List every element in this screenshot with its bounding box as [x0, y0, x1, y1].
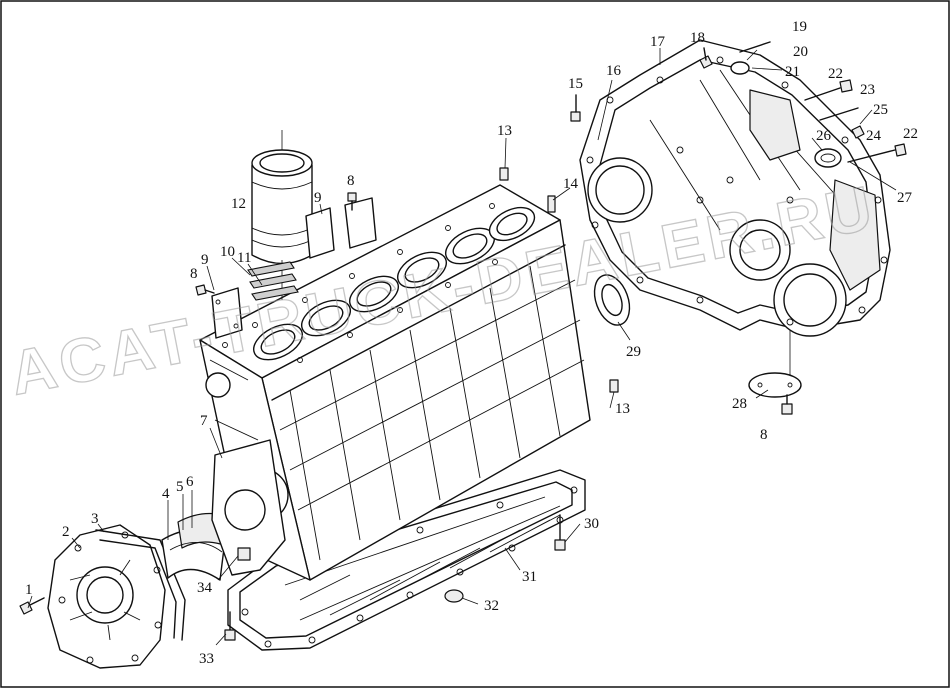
- callout-12: 12: [231, 196, 246, 212]
- camshaft-bore-plug: [593, 274, 631, 326]
- callout-25: 25: [873, 102, 888, 118]
- callout-13-right: 13: [615, 401, 630, 417]
- callout-33: 33: [199, 651, 214, 667]
- callout-8-bottom: 8: [760, 427, 768, 443]
- leader-lines: [27, 48, 897, 646]
- callout-13-top: 13: [497, 123, 512, 139]
- callout-9-left: 9: [201, 252, 209, 268]
- callout-19: 19: [792, 19, 807, 35]
- callout-20: 20: [793, 44, 808, 60]
- flywheel-housing-cover: [47, 524, 166, 669]
- cover-plate-right: [305, 197, 377, 259]
- callout-22-upper: 22: [828, 66, 843, 82]
- callout-2: 2: [62, 524, 70, 540]
- callout-8-top: 8: [347, 173, 355, 189]
- callout-30: 30: [584, 516, 599, 532]
- callout-6: 6: [186, 474, 194, 490]
- callout-4: 4: [162, 486, 170, 502]
- callout-23: 23: [860, 82, 875, 98]
- callout-8-left: 8: [190, 266, 198, 282]
- callout-9-top: 9: [314, 190, 322, 206]
- fasteners: [19, 41, 907, 641]
- callout-29: 29: [626, 344, 641, 360]
- callout-7: 7: [200, 413, 208, 429]
- inspection-cover: [748, 372, 802, 398]
- callout-17: 17: [650, 34, 666, 50]
- callout-27: 27: [897, 190, 913, 206]
- callout-5: 5: [176, 479, 184, 495]
- callout-18: 18: [690, 30, 705, 46]
- callout-24: 24: [866, 128, 882, 144]
- callout-3: 3: [91, 511, 99, 527]
- callout-14: 14: [563, 176, 579, 192]
- callout-28: 28: [732, 396, 747, 412]
- callout-16: 16: [606, 63, 622, 79]
- callout-22-lower: 22: [903, 126, 918, 142]
- callout-10: 10: [220, 244, 235, 260]
- cylinder-bores: [253, 206, 536, 361]
- callout-26: 26: [816, 128, 832, 144]
- callout-11: 11: [237, 250, 251, 266]
- callout-1: 1: [25, 582, 33, 598]
- callout-32: 32: [484, 598, 499, 614]
- callout-21: 21: [785, 64, 800, 80]
- callout-15: 15: [568, 76, 583, 92]
- callout-labels: 1 2 3 4 5 6 7 8 8 8 9 9 10 11 12 13 13 1…: [25, 19, 918, 667]
- timing-gear-housing: [579, 39, 891, 337]
- callout-34: 34: [197, 580, 213, 596]
- rear-end-plate: [211, 439, 286, 576]
- cover-plate-left: [211, 287, 243, 339]
- callout-31: 31: [522, 569, 537, 585]
